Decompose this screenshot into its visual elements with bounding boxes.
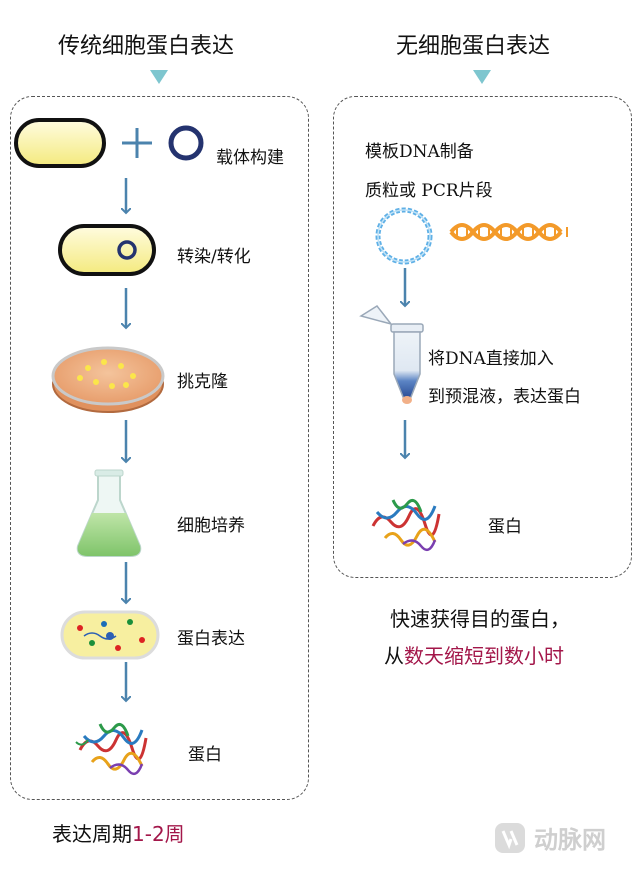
add-dna-label: 将DNA直接加入 <box>428 349 554 369</box>
watermark: 动脉网 <box>494 820 606 855</box>
right-title-pointer <box>473 70 491 84</box>
step-label-pick-clones: 挑克隆 <box>177 372 228 392</box>
petri-dish-icon <box>51 346 165 413</box>
left-panel <box>10 96 309 800</box>
summary-line-1: 快速获得目的蛋白， <box>390 607 570 631</box>
step-label-transfection: 转染/转化 <box>177 247 251 267</box>
template-type-label: 质粒或 PCR片段 <box>365 181 493 201</box>
dna-helix-icon <box>449 223 568 241</box>
expression-period-label: 表达周期 <box>52 822 132 846</box>
protein-structure-icon <box>371 498 441 552</box>
protein-structure-icon <box>75 722 148 776</box>
right-title: 无细胞蛋白表达 <box>396 34 551 59</box>
summary-accent: 数天缩短到数小时 <box>404 644 564 668</box>
step-label-cell-culture: 细胞培养 <box>177 516 245 536</box>
right-panel <box>333 96 632 578</box>
premix-expression-label: 到预混液，表达蛋白 <box>428 387 581 407</box>
step-label-protein: 蛋白 <box>188 745 222 765</box>
culture-flask-icon <box>76 469 142 557</box>
summary-line-2: 从数天缩短到数小时 <box>384 640 564 669</box>
expression-period-value: 1-2周 <box>132 822 185 846</box>
watermark-text: 动脉网 <box>534 826 606 854</box>
left-flow-graphics <box>14 118 204 776</box>
right-protein-label: 蛋白 <box>488 517 522 537</box>
left-title: 传统细胞蛋白表达 <box>58 34 235 59</box>
reaction-tube-icon <box>359 305 424 404</box>
step-label-vector-construction: 载体构建 <box>216 148 284 168</box>
expressing-cell-icon <box>60 610 160 660</box>
vector-construction-icon <box>14 118 204 168</box>
cell-with-plasmid-icon <box>58 224 156 276</box>
right-flow-graphics <box>359 207 568 552</box>
summary-from: 从 <box>384 644 404 668</box>
watermark-logo-icon <box>495 822 525 853</box>
expression-period: 表达周期1-2周 <box>52 818 185 847</box>
template-dna-label: 模板DNA制备 <box>365 142 474 162</box>
step-label-protein-expression: 蛋白表达 <box>177 629 245 649</box>
left-title-pointer <box>150 70 168 84</box>
plasmid-icon <box>375 207 433 265</box>
